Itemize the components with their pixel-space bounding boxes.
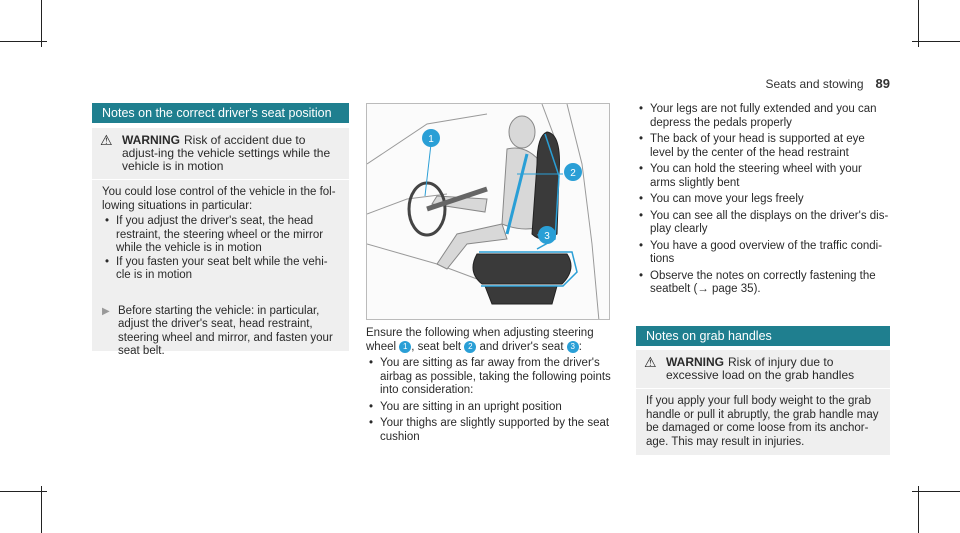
list-item: Observe the notes on correctly fastening…	[636, 270, 890, 297]
crop-mark	[918, 486, 919, 533]
list-item: You have a good overview of the traffic …	[636, 240, 890, 267]
crop-mark	[912, 491, 960, 492]
crop-mark	[0, 491, 47, 492]
list-item: Your legs are not fully extended and you…	[636, 103, 890, 130]
warning-text: Risk of injury due to excessive load on …	[666, 355, 855, 382]
callout-badge-2: 2	[464, 340, 477, 353]
crop-mark	[912, 41, 960, 42]
list-item: Your thighs are slightly supported by th…	[366, 417, 616, 444]
callout-3: 3	[544, 231, 550, 242]
page-header: Seats and stowing 89	[765, 76, 890, 91]
warning-label: WARNING	[122, 133, 180, 147]
action-text: Before starting the vehicle: in particul…	[118, 304, 333, 358]
crop-mark	[41, 486, 42, 533]
list-item: You can hold the steering wheel with you…	[636, 163, 890, 190]
section-heading: Notes on the correct driver's seat posit…	[92, 103, 349, 123]
crop-mark	[41, 0, 42, 47]
callout-2: 2	[570, 168, 576, 179]
warning-text: Risk of accident due to adjust-ing the v…	[122, 133, 331, 173]
callout-badge-1: 1	[399, 340, 412, 353]
callout-1: 1	[428, 134, 434, 145]
page-number: 89	[875, 76, 890, 91]
middle-text: Ensure the following when adjusting stee…	[366, 327, 616, 444]
warning-icon: ⚠	[100, 132, 113, 148]
list-item: You can move your legs freely	[636, 193, 890, 207]
crop-mark	[0, 41, 47, 42]
action-arrow-icon: ▶	[102, 305, 110, 317]
list-item: If you fasten your seat belt while the v…	[102, 256, 341, 283]
section-title: Seats and stowing	[765, 77, 864, 91]
list-item: You can see all the displays on the driv…	[636, 210, 890, 237]
section-heading: Notes on grab handles	[636, 326, 890, 346]
list-item: The back of your head is supported at ey…	[636, 133, 890, 160]
seat-drawing: 1 2 3	[367, 104, 600, 319]
warning-body: If you apply your full body weight to th…	[646, 395, 879, 448]
list-item: You are sitting in an upright position	[366, 401, 616, 415]
intro-paragraph: Ensure the following when adjusting stee…	[366, 327, 594, 353]
list-item: If you adjust the driver's seat, the hea…	[102, 215, 341, 256]
callout-badge-3: 3	[566, 340, 579, 353]
warning-label: WARNING	[666, 355, 724, 369]
right-text: Your legs are not fully extended and you…	[636, 100, 890, 297]
crop-mark	[918, 0, 919, 47]
warning-icon: ⚠	[644, 354, 657, 370]
warning-intro: You could lose control of the vehicle in…	[102, 186, 336, 212]
driver-seat-illustration: 1 2 3	[366, 103, 610, 320]
warning-body: You could lose control of the vehicle in…	[92, 180, 349, 289]
list-item: You are sitting as far away from the dri…	[366, 357, 616, 398]
action-step: ▶ Before starting the vehicle: in partic…	[92, 299, 349, 365]
